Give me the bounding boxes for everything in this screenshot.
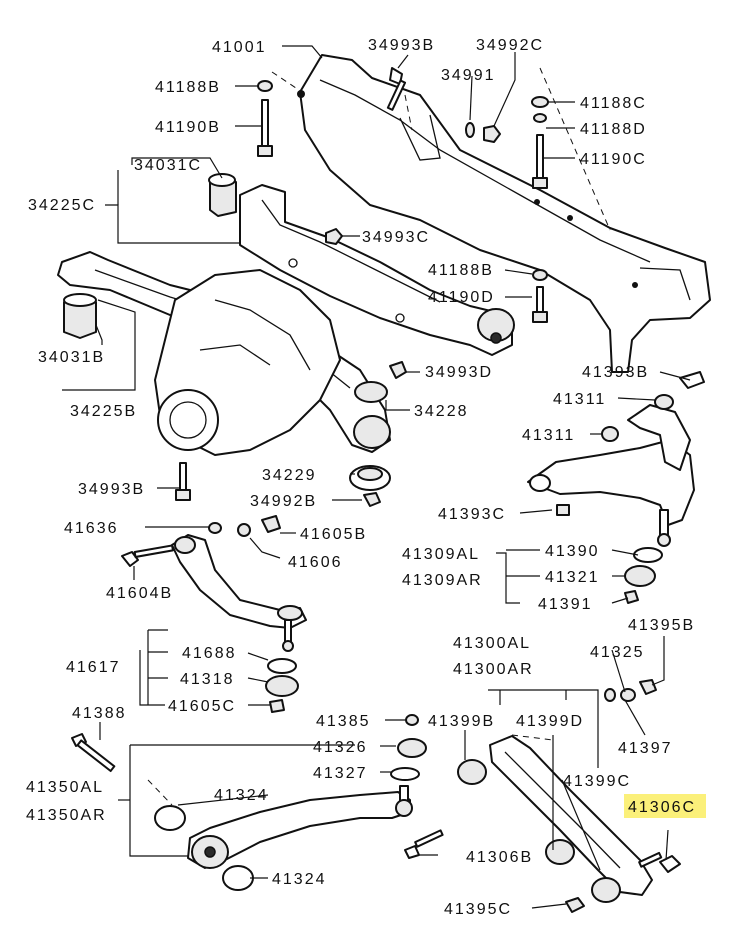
bushing-34031B (63, 293, 97, 339)
callout-34993C: 34993C (362, 229, 430, 246)
callout-41399D: 41399D (516, 713, 584, 730)
callout-41399B: 41399B (428, 713, 495, 730)
reference-lines (147, 67, 611, 806)
callout-41321: 41321 (545, 569, 600, 586)
leader-lines (62, 45, 691, 909)
callout-41190D: 41190D (428, 289, 495, 306)
callout-41395B: 41395B (628, 617, 695, 634)
lower-bushing-parts (71, 714, 427, 891)
callout-41388: 41388 (72, 705, 127, 722)
callout-41350AL: 41350AL (26, 779, 104, 796)
bushing-34031C (208, 173, 237, 217)
callout-41390: 41390 (545, 543, 600, 560)
callout-34993B-low: 34993B (78, 481, 145, 498)
callout-41300AL: 41300AL (453, 635, 531, 652)
callout-41309AL: 41309AL (402, 546, 480, 563)
callout-41326: 41326 (313, 739, 368, 756)
callout-41688: 41688 (182, 645, 237, 662)
callout-34228: 34228 (414, 403, 469, 420)
callout-41617: 41617 (66, 659, 121, 676)
small-hardware (175, 67, 549, 507)
callout-41318: 41318 (180, 671, 235, 688)
mount-pad-34228 (354, 381, 388, 403)
callout-41190B: 41190B (155, 119, 221, 136)
callout-41605B: 41605B (300, 526, 367, 543)
callout-41605C: 41605C (168, 698, 236, 715)
callout-41311-b: 41311 (522, 427, 575, 444)
callout-41327: 41327 (313, 765, 368, 782)
callout-34992B: 34992B (250, 493, 317, 510)
ball-joint-parts (265, 547, 663, 713)
lower-arm-41350 (187, 785, 413, 869)
callout-34993B: 34993B (368, 37, 435, 54)
callout-41393C: 41393C (438, 506, 506, 523)
callout-41391: 41391 (538, 596, 593, 613)
highlight-41306C (624, 794, 706, 818)
callout-41395C: 41395C (444, 901, 512, 918)
callout-34225C: 34225C (28, 197, 96, 214)
callout-41188B-top: 41188B (155, 79, 221, 96)
callout-41399C: 41399C (563, 773, 631, 790)
lateral-link-41306 (404, 679, 681, 913)
callout-41325: 41325 (590, 644, 645, 661)
callout-41188B-mid: 41188B (428, 262, 494, 279)
callout-34993D: 34993D (425, 364, 493, 381)
callout-34031C: 34031C (134, 157, 202, 174)
callout-34991: 34991 (441, 67, 496, 84)
callout-41188D: 41188D (580, 121, 647, 138)
upper-arm-41311 (527, 371, 705, 547)
callout-41385: 41385 (316, 713, 371, 730)
callout-41306B: 41306B (466, 849, 533, 866)
toe-arm-41617 (121, 515, 307, 652)
callout-41306C: 41306C (628, 799, 696, 816)
callout-41188C: 41188C (580, 95, 647, 112)
callout-34229: 34229 (262, 467, 317, 484)
callout-41604B: 41604B (106, 585, 173, 602)
callout-34031B: 34031B (38, 349, 105, 366)
crossmember-41001 (297, 54, 711, 373)
differential-housing (154, 269, 341, 456)
callout-41636: 41636 (64, 520, 119, 537)
callout-41350AR: 41350AR (26, 807, 107, 824)
callout-41300AR: 41300AR (453, 661, 534, 678)
callout-41397: 41397 (618, 740, 673, 757)
callout-41190C: 41190C (580, 151, 647, 168)
callout-41001: 41001 (212, 39, 267, 56)
callout-41324-b: 41324 (272, 871, 327, 888)
callout-41606: 41606 (288, 554, 343, 571)
callout-labels: 41001 34993B 34992C 41188B 34991 41188C … (26, 37, 696, 918)
callout-41309AR: 41309AR (402, 572, 483, 589)
callout-34225B: 34225B (70, 403, 137, 420)
callout-41311-a: 41311 (553, 391, 606, 408)
diff-mount-34225C (239, 184, 515, 356)
mount-pad-34229 (349, 465, 391, 491)
callout-41393B: 41393B (582, 364, 649, 381)
callout-41324-a: 41324 (214, 787, 269, 804)
callout-34992C: 34992C (476, 37, 544, 54)
